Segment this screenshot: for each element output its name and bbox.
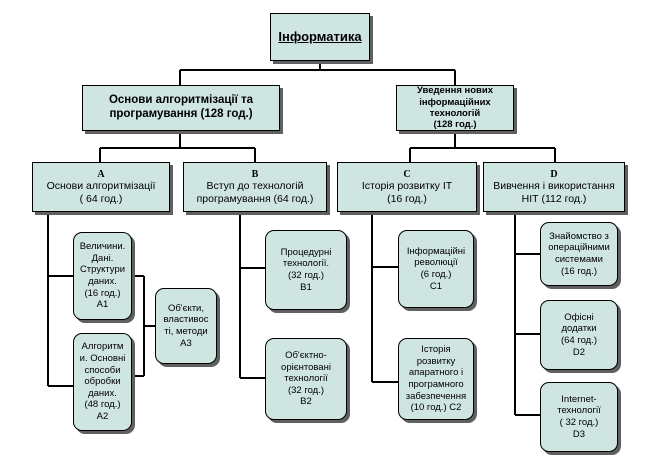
module-d1-box: Знайомство з операційними системами (16 … [540,222,618,286]
module-c1-text: Інформаційні революції (6 год.) С1 [406,245,466,292]
module-a1-text: Величини. Дані. Структури даних. (16 год… [79,241,126,311]
module-c2-box: Історія розвитку апаратного і програмног… [398,338,474,420]
module-b1-box: Процедурні технології. (32 год.) В1 [265,230,347,310]
section-c-title: Історія розвитку ІТ (16 год.) [361,179,453,205]
module-d3-box: Internet- технології ( 32 год.) D3 [540,382,618,452]
module-a2-box: Алгоритм и. Основні способи обробки дани… [73,333,132,431]
module-b1-text: Процедурні технології. (32 год.) В1 [280,246,332,293]
module-c1-box: Інформаційні революції (6 год.) С1 [398,230,474,308]
module-d2-box: Офісні додатки (64 год.) D2 [540,300,618,370]
root-title: Інформатика [278,28,362,44]
module-b2-text: Об'єктно- орієнтовані технології (32 год… [281,350,331,408]
section-b-box: B Вступ до технологій програмування (64 … [183,162,327,212]
section-a-title: Основи алгоритмізації ( 64 год.) [46,179,156,205]
module-d1-text: Знайомство з операційними системами (16 … [548,230,610,277]
branch-programming-title: Основи алгоритмізації та програмування (… [108,94,254,120]
section-d-title: Вивчення і використання НІТ (112 год.) [493,179,615,205]
module-a2-text: Алгоритм и. Основні способи обробки дани… [79,341,126,422]
section-b-letter: B [251,168,259,180]
section-b-title: Вступ до технологій програмування (64 го… [196,179,314,205]
module-a1-box: Величини. Дані. Структури даних. (16 год… [73,232,132,320]
section-a-box: A Основи алгоритмізації ( 64 год.) [32,162,170,212]
section-d-box: D Вивчення і використання НІТ (112 год.) [483,162,625,212]
section-a-letter: A [97,168,105,180]
branch-new-it-box: Уведення нових інформаційних технологій … [396,85,514,131]
section-c-box: C Історія розвитку ІТ (16 год.) [337,162,477,212]
branch-programming-box: Основи алгоритмізації та програмування (… [82,85,280,131]
module-c2-text: Історія розвитку апаратного і програмног… [405,344,467,414]
module-d2-text: Офісні додатки (64 год.) D2 [560,311,598,358]
section-c-letter: C [403,168,411,180]
module-a3-text: Об'єкти, властивос ті, методи А3 [163,302,209,349]
module-d3-text: Internet- технології ( 32 год.) D3 [557,393,601,440]
section-d-letter: D [550,168,558,180]
root-box: Інформатика [270,13,370,61]
module-b2-box: Об'єктно- орієнтовані технології (32 год… [265,338,347,420]
branch-new-it-title: Уведення нових інформаційних технологій … [416,85,494,131]
module-a3-box: Об'єкти, властивос ті, методи А3 [155,288,217,364]
